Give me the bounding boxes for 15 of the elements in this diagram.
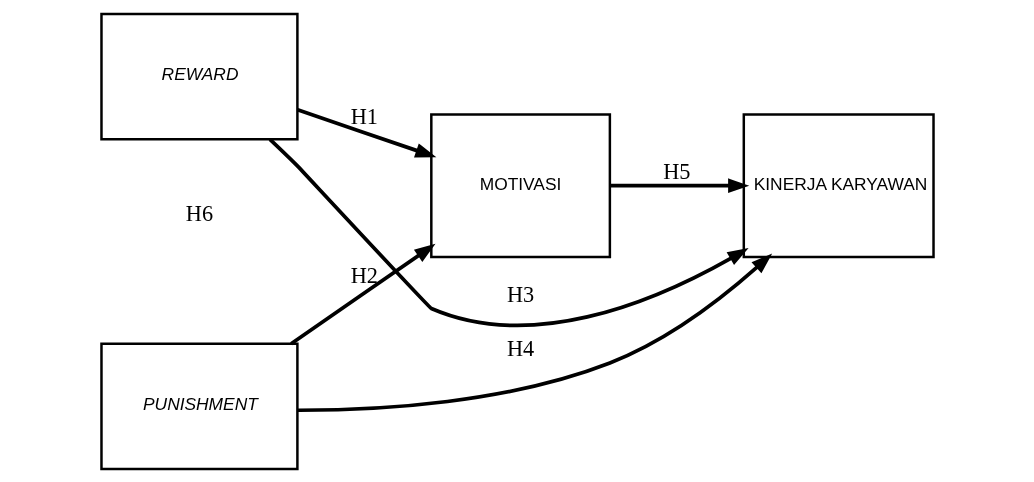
arrow <box>289 243 435 345</box>
arrow <box>296 253 772 412</box>
arrow <box>268 137 749 327</box>
node-box: PUNISHMENT <box>99 342 299 470</box>
edge-label: H4 <box>506 335 534 361</box>
node-box: MOTIVASI <box>429 112 611 258</box>
label: H6 <box>185 200 213 226</box>
node-box: KINERJA KARYAWAN <box>742 112 935 258</box>
edge-label: H3 <box>506 281 534 307</box>
arrow <box>609 177 749 193</box>
edge-label: H5 <box>662 158 690 184</box>
edge-label: H1 <box>350 103 378 129</box>
arrow <box>296 107 436 157</box>
edge-label: H2 <box>350 262 378 288</box>
node-box: REWARD <box>99 12 299 140</box>
